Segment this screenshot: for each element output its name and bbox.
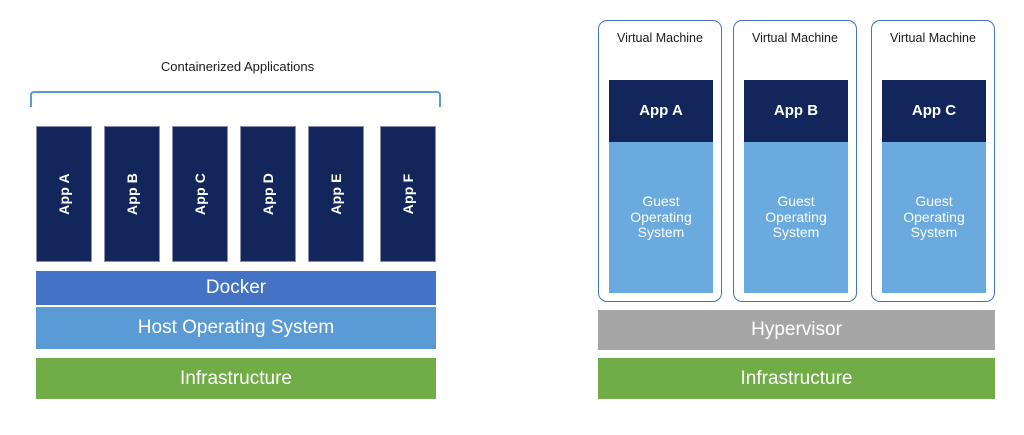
vm-guest-os-block[interactable]: Guest Operating System (882, 142, 986, 293)
layer-docker[interactable]: Docker (36, 271, 436, 305)
layer-infrastructure-vms[interactable]: Infrastructure (598, 358, 995, 399)
containerized-applications-caption: Containerized Applications (160, 59, 315, 74)
guest-os-line: Operating (765, 208, 827, 225)
container-app-column[interactable]: App A (36, 126, 92, 262)
vm-guest-os-block[interactable]: Guest Operating System (609, 142, 713, 293)
vm-app-block[interactable]: App C (882, 80, 986, 142)
container-app-label: App F (400, 173, 416, 215)
layer-infrastructure-containers[interactable]: Infrastructure (36, 358, 436, 399)
guest-os-line: System (910, 224, 958, 241)
guest-os-line: Operating (630, 208, 692, 225)
container-app-label: App C (192, 172, 208, 216)
guest-os-line: Guest (642, 192, 680, 209)
virtual-machine-card[interactable]: Virtual Machine App A Guest Operating Sy… (598, 20, 722, 302)
layer-host-operating-system[interactable]: Host Operating System (36, 307, 436, 349)
guest-os-line: Operating (903, 208, 965, 225)
guest-os-line: System (637, 224, 685, 241)
guest-os-line: System (772, 224, 820, 241)
container-app-label: App E (328, 173, 344, 215)
container-app-label: App B (124, 172, 140, 216)
container-app-column[interactable]: App B (104, 126, 160, 262)
virtual-machine-card[interactable]: Virtual Machine App C Guest Operating Sy… (871, 20, 995, 302)
layer-hypervisor[interactable]: Hypervisor (598, 310, 995, 350)
virtual-machine-title: Virtual Machine (617, 31, 703, 45)
guest-os-line: Guest (777, 192, 815, 209)
container-app-column[interactable]: App F (380, 126, 436, 262)
virtual-machine-title: Virtual Machine (890, 31, 976, 45)
container-app-column[interactable]: App D (240, 126, 296, 262)
container-architecture-panel: Containerized Applications App A App B A… (0, 0, 500, 435)
virtual-machine-card[interactable]: Virtual Machine App B Guest Operating Sy… (733, 20, 857, 302)
virtual-machine-title: Virtual Machine (752, 31, 838, 45)
container-app-label: App A (56, 173, 72, 215)
container-app-column[interactable]: App E (308, 126, 364, 262)
vm-app-block[interactable]: App B (744, 80, 848, 142)
virtual-machine-architecture-panel: Virtual Machine App A Guest Operating Sy… (500, 0, 1024, 435)
containerized-applications-bracket (30, 91, 441, 107)
container-app-column[interactable]: App C (172, 126, 228, 262)
vm-guest-os-block[interactable]: Guest Operating System (744, 142, 848, 293)
container-app-label: App D (260, 172, 276, 216)
guest-os-line: Guest (915, 192, 953, 209)
vm-app-block[interactable]: App A (609, 80, 713, 142)
